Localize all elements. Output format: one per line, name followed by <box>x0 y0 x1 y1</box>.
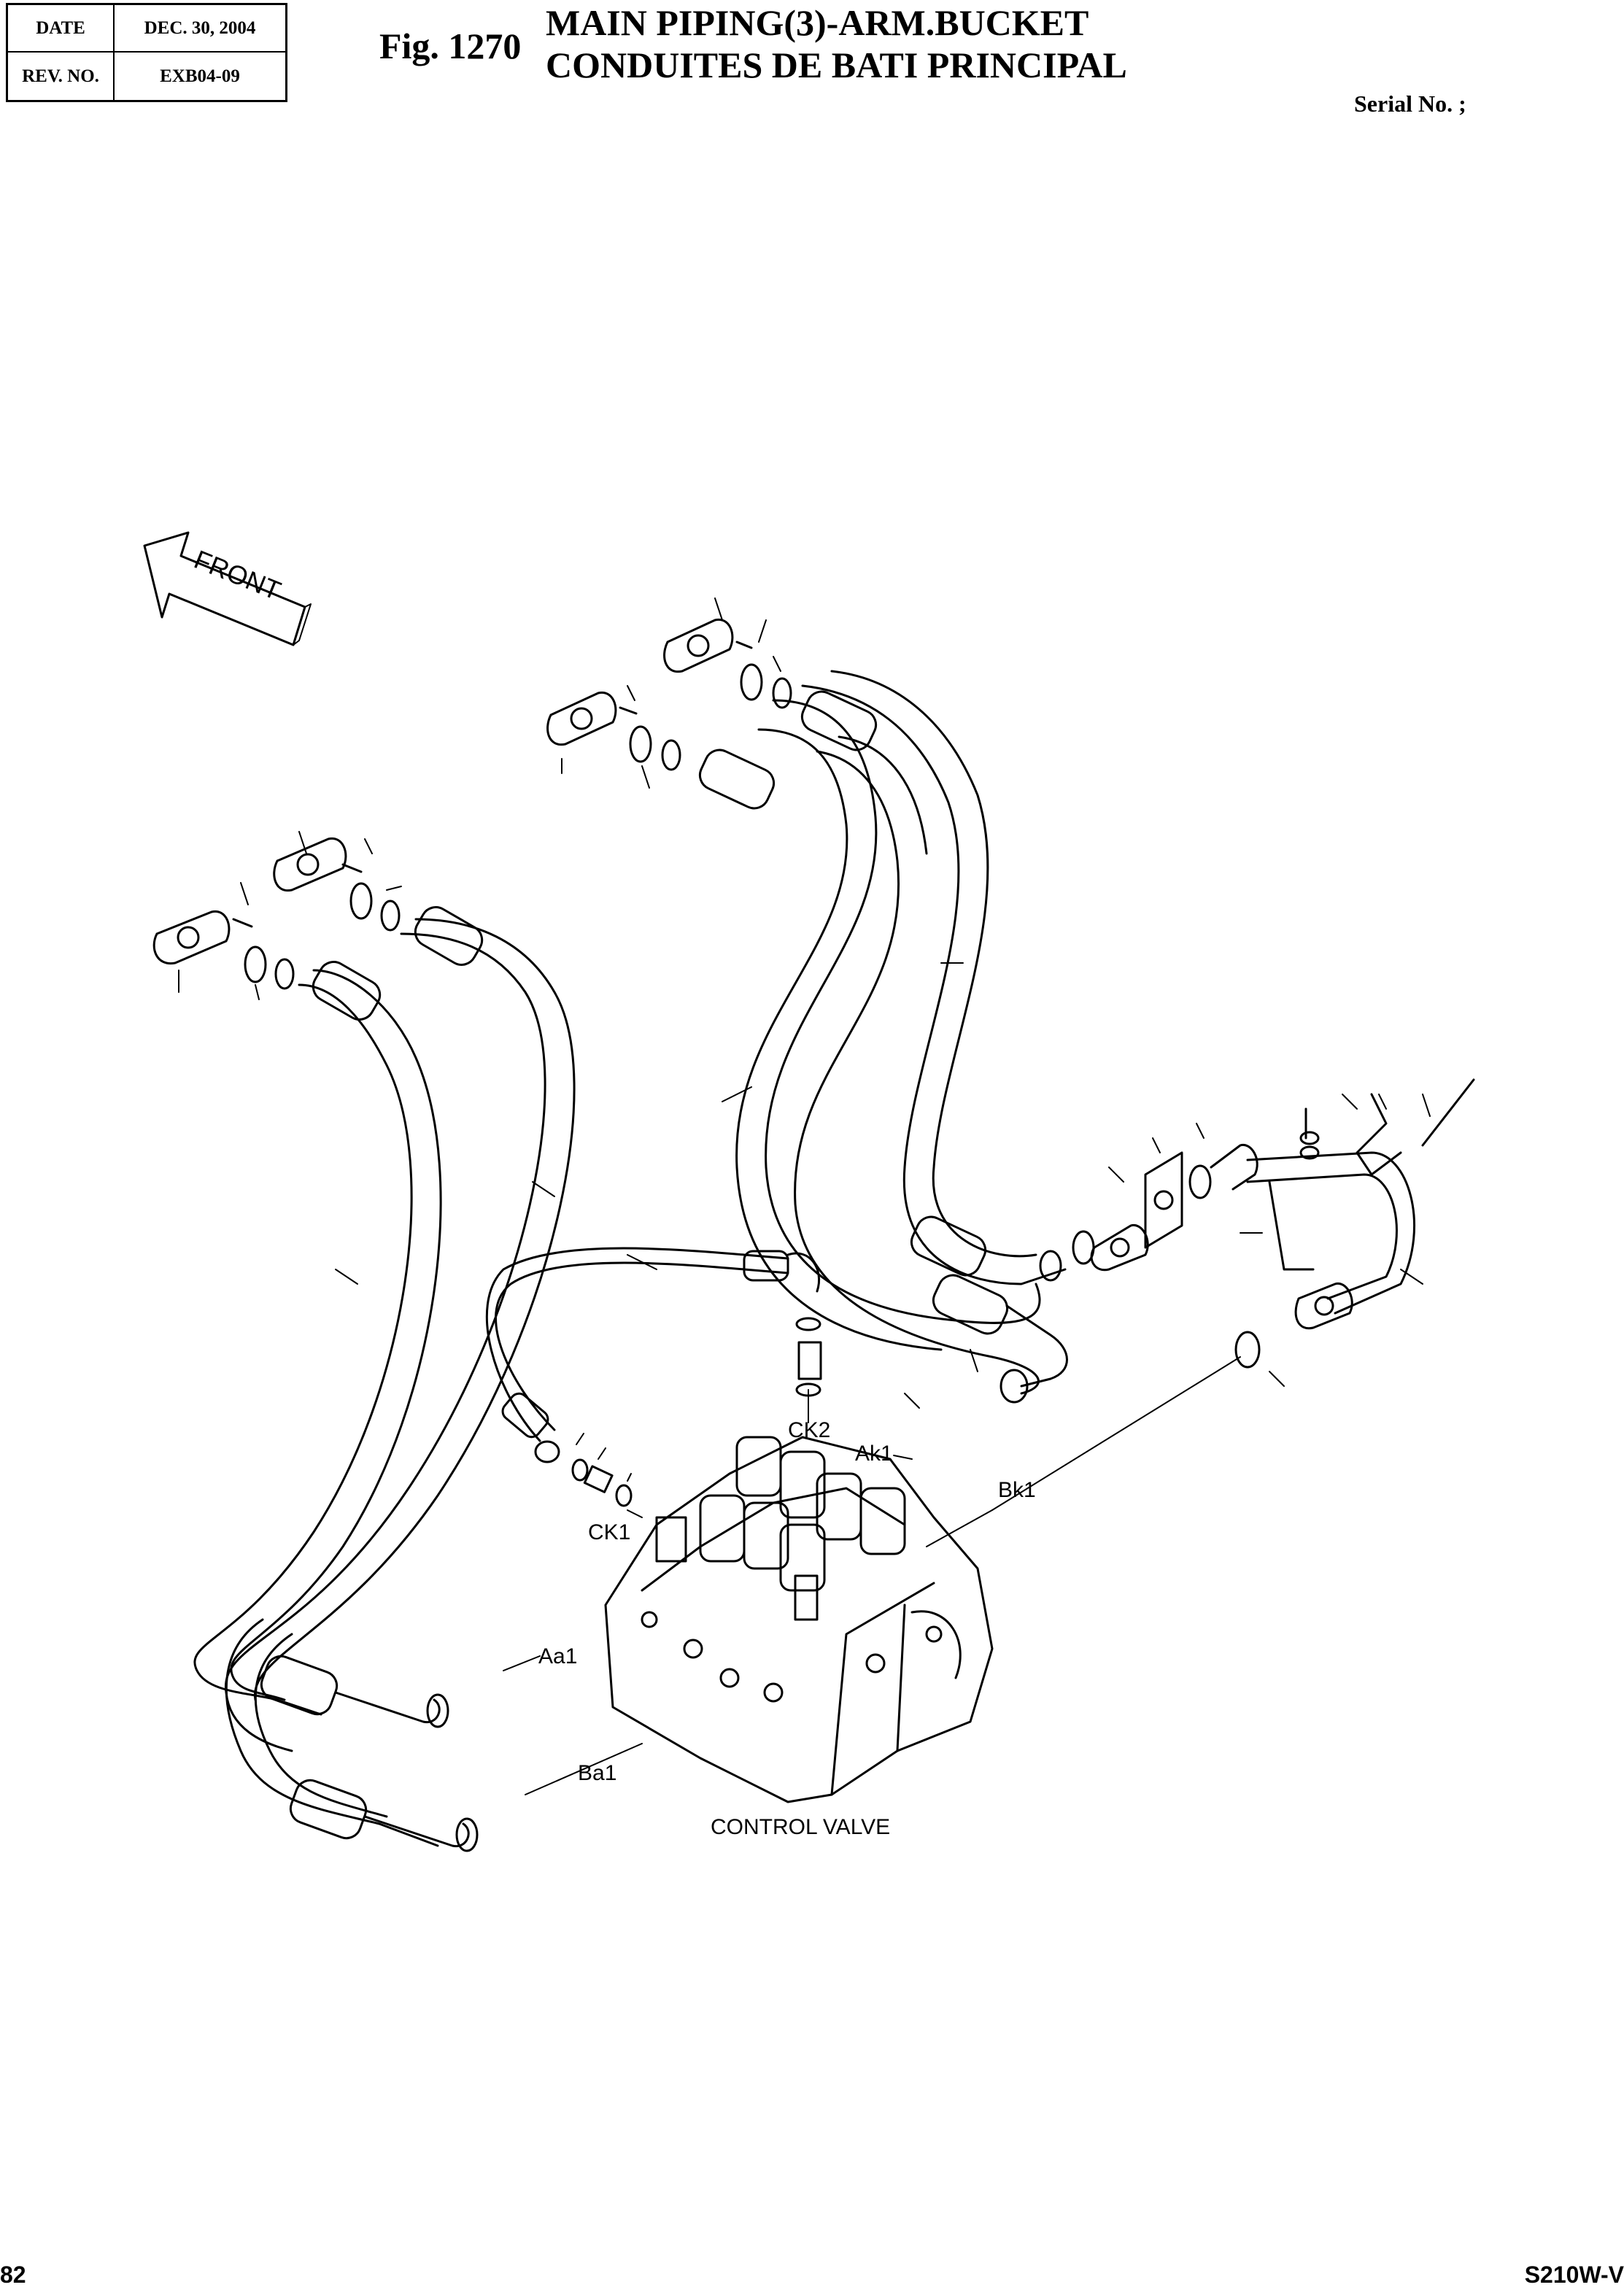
port-label-ck2: CK2 <box>788 1418 830 1442</box>
pipe-bracket-assembly <box>1072 1078 1475 1369</box>
port-label-ba1: Ba1 <box>578 1761 616 1785</box>
leader-lines <box>178 597 1431 1795</box>
flange-upper-left-2 <box>273 837 401 932</box>
rev-label: REV. NO. <box>8 53 115 100</box>
hose-ba1 <box>225 1618 439 1847</box>
port-label-bk1: Bk1 <box>998 1478 1036 1502</box>
port-label-aa1: Aa1 <box>538 1644 577 1668</box>
port-label-ck1: CK1 <box>588 1520 630 1544</box>
date-value: DEC. 30, 2004 <box>115 5 285 53</box>
hose-ak1 <box>735 699 1041 1395</box>
control-valve <box>604 1436 994 1803</box>
rev-value: EXB04-09 <box>160 66 240 86</box>
hose-bk1 <box>801 670 1067 1285</box>
model-number: S210W-V <box>1524 2262 1624 2288</box>
figure-number: Fig. 1270 <box>379 26 522 66</box>
date-label: DATE <box>8 5 115 53</box>
front-arrow <box>143 531 312 646</box>
revision-table: DATE DEC. 30, 2004 REV. NO. EXB04-09 <box>6 3 287 102</box>
flange-upper-left-1 <box>152 910 295 990</box>
hose-ck <box>485 1247 822 1507</box>
page-number: 82 <box>0 2262 26 2288</box>
port-label-ak1: Ak1 <box>855 1442 893 1466</box>
figure-title: MAIN PIPING(3)-ARM.BUCKET CONDUITES DE B… <box>546 1 1127 86</box>
front-label: FRONT <box>190 544 285 606</box>
serial-number: Serial No. ; <box>1354 90 1466 117</box>
flange-upper-mid-1 <box>546 691 681 771</box>
title-line-1: MAIN PIPING(3)-ARM.BUCKET <box>546 2 1089 43</box>
control-valve-label: CONTROL VALVE <box>711 1815 890 1839</box>
hose-aa1 <box>193 918 576 1752</box>
flange-upper-mid-2 <box>663 618 792 709</box>
title-line-2: CONDUITES DE BATI PRINCIPAL <box>546 45 1127 85</box>
